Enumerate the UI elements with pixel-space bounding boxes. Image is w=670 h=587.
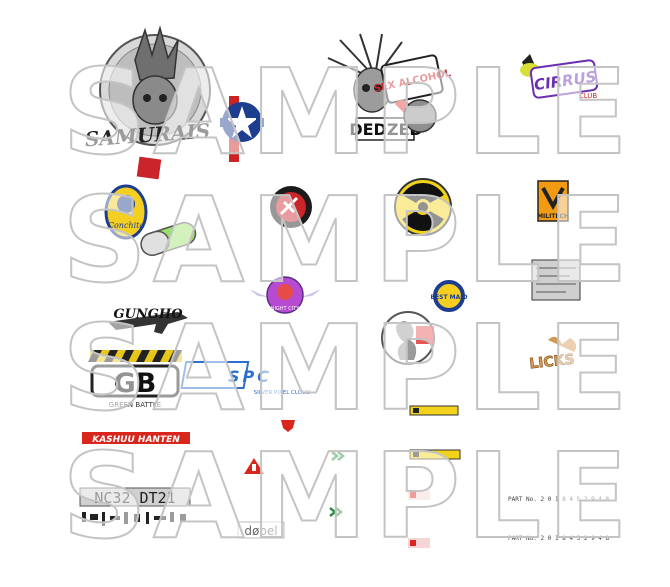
best-maid-sticker: BEST MAID (430, 278, 468, 314)
gungho-sticker: GUNGHO (108, 307, 188, 334)
sample-watermark-2: SAMPLE (61, 171, 635, 309)
nc32-plate-sticker: NC32 DT21 (79, 487, 191, 526)
sample-watermark-3: SAMPLE (61, 299, 635, 437)
part-number-strip-1: PART No. 2 0 1 8 4 5 2 9 4 8 (506, 493, 610, 503)
radiation-sticker (394, 178, 452, 236)
roundel-sticker (220, 94, 264, 164)
green-chevron-sticker-2 (329, 507, 344, 517)
night-city-sticker: NIGHT CITY (250, 276, 320, 314)
red-tab-sticker-1 (408, 490, 430, 500)
yellow-warning-strip-1 (409, 405, 459, 416)
pill-sticker (140, 221, 197, 256)
gungho-label: GUNGHO (113, 307, 183, 322)
red-tag-sticker (136, 156, 162, 180)
dopel-label: døpel (244, 524, 277, 538)
spc-sub-label: SILVER PIXEL CLOUD (254, 390, 311, 396)
licks-sticker: LICKS (528, 336, 577, 373)
cirrus-sub-label: CLUB (579, 92, 598, 100)
pinup-sticker (381, 311, 435, 365)
warning-triangle-sticker (244, 458, 264, 474)
conchita-sticker: Conchita (104, 184, 148, 240)
part-no-1-label: PART No. 2 0 1 8 4 5 2 9 4 8 (508, 496, 610, 503)
dopel-sticker: døpel (237, 521, 285, 539)
dedzed-label: DEDZED (349, 120, 422, 139)
militech-sticker: MILITECH (537, 180, 569, 222)
night-city-label: NIGHT CITY (271, 306, 301, 312)
red-tab-sticker-2 (408, 538, 430, 548)
best-maid-label: BEST MAID (430, 294, 467, 301)
yellow-warning-strip-2 (409, 449, 461, 460)
sample-watermark-4: SAMPLE (61, 427, 635, 565)
green-chevron-sticker-1 (331, 451, 346, 461)
gb-label: GB (114, 368, 157, 399)
dedzed-sticker: DEDZED (349, 99, 437, 141)
kashuu-label: KASHUU HANTEN (92, 435, 180, 445)
cirrus-club-sticker: CIRRUS CLUB (510, 50, 599, 100)
gb-sticker: GB GREEN BATTLE (88, 350, 182, 409)
spec-panel-sticker (531, 259, 581, 301)
gb-sub-label: GREEN BATTLE (109, 401, 161, 409)
licks-label: LICKS (529, 352, 576, 373)
part-no-2-label: PART No. 2 0 1 8 4 5 2 9 4 8 (508, 535, 610, 542)
mohawk-skull-sticker (327, 33, 403, 113)
militech-label: MILITECH (537, 213, 569, 220)
conchita-label: Conchita (108, 221, 144, 230)
spc-sticker: SPC SILVER PIXEL CLOUD (180, 361, 311, 396)
small-red-shield-sticker (281, 420, 295, 432)
part-number-strip-2: PART No. 2 0 1 8 4 5 2 9 4 8 (506, 532, 610, 542)
nc32-label: NC32 DT21 (94, 489, 175, 507)
sample-watermark-1: SAMPLE (61, 43, 635, 181)
sex-alcohol-sticker: SEX ALCOHOL (373, 54, 453, 118)
red-emblem-sticker (270, 186, 312, 228)
kashuu-hanten-sticker: KASHUU HANTEN (82, 432, 190, 445)
spc-label: SPC (228, 367, 272, 386)
